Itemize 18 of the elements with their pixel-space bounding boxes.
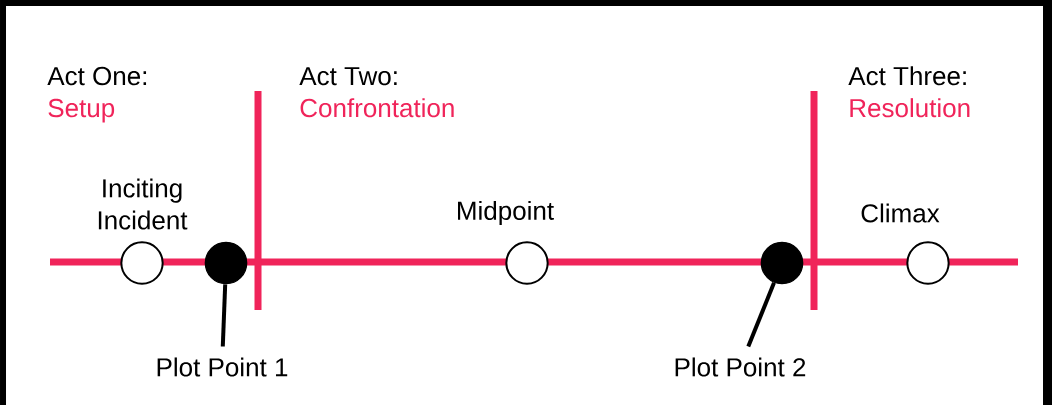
act-label: Act Three: xyxy=(848,66,966,86)
act-label: Act One: xyxy=(47,66,147,86)
act-label: Setup xyxy=(48,98,115,123)
event-marker xyxy=(120,241,164,285)
plot-point-label: Plot Point 1 xyxy=(157,357,288,377)
event-label: Midpoint xyxy=(458,200,554,226)
leader-line xyxy=(220,284,228,347)
event-label: Inciting Incident xyxy=(98,178,188,230)
event-label: Climax xyxy=(861,203,940,223)
leader-line xyxy=(746,282,776,348)
event-marker xyxy=(906,241,950,285)
plot-point-dot xyxy=(760,241,804,285)
event-marker xyxy=(505,241,549,285)
act-label: Resolution xyxy=(850,98,970,118)
act-label: Act Two: xyxy=(299,67,397,86)
plot-point-label: Plot Point 2 xyxy=(675,357,806,377)
act-label: Confrontation xyxy=(300,98,454,118)
plot-point-dot xyxy=(204,241,248,285)
